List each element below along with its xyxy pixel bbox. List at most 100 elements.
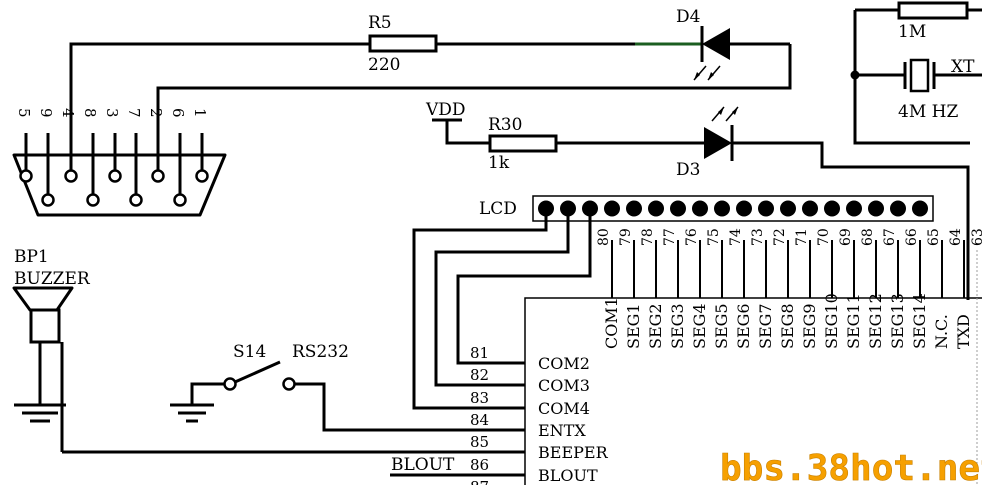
vdd-r30-d3-wiring [432,106,970,300]
buzzer-name-label: BUZZER [14,269,91,289]
buzzer-ground-icon [14,403,66,423]
db9-pin-number: 5 [15,108,33,118]
ic-top-pin-name: SEG3 [668,303,687,349]
lcd-pin [912,200,928,217]
crystal-net-label: XT [951,57,975,77]
ic-left-pin-name: BEEPER [538,443,609,462]
ic-top-pin-number: 64 [948,228,964,246]
ic-left-pin-number: 82 [470,366,489,384]
r5-resistor [368,34,438,53]
ic-top-pin-name: SEG6 [734,303,753,349]
crystal-value: 4M HZ [898,102,958,122]
d4-diode [702,28,730,60]
ic-top-pin-number: 78 [640,228,656,246]
lcd-pin [648,200,664,217]
ic-top-pin-name: SEG11 [844,293,863,349]
lcd-pin [538,200,554,217]
r30-ref-label: R30 [488,115,522,135]
lcd-pin [626,200,642,217]
lcd-com-wiring [412,210,592,410]
ic-top-pin-number: 72 [772,228,788,246]
db9-pin-number: 7 [125,108,143,118]
r30-resistor [488,134,558,153]
ic-left-pin-number: 83 [470,389,489,407]
ic-left-pin-number: 85 [470,433,489,451]
switch-ref-label: S14 [233,342,266,362]
blout-net-label: BLOUT [391,455,455,475]
lcd-pin [582,200,598,217]
db9-pin-number: 3 [103,108,121,118]
lcd-pin [846,200,862,217]
r30-value-label: 1k [488,153,510,173]
ic-top-pin-name: SEG7 [756,303,775,349]
lcd-pin [670,200,686,217]
ic-body [524,297,982,485]
vdd-label: VDD [425,100,466,120]
db9-bottom-pin [173,133,187,207]
d3-light-arrows-icon [711,106,739,122]
buzzer [12,286,525,454]
ic-top-pin-number: 71 [794,228,810,246]
ic-top-pin-name: SEG14 [910,293,929,349]
ic-top-pin-number: 63 [970,228,982,246]
ic-left-pin-number: 84 [470,411,489,429]
switch-name-label: RS232 [292,342,349,362]
ic-top-pin-name: SEG13 [888,293,907,349]
lcd-pin [692,200,708,217]
r5-ref-label: R5 [368,13,392,33]
lcd-pin [714,200,730,217]
ic-top-pin-number: 80 [596,228,612,246]
ic-top-pin-name: SEG8 [778,303,797,349]
db9-top-pin [19,133,33,183]
oscillator-section [850,1,982,145]
db9-bottom-pin [129,133,143,207]
ic-left-pin-number: 81 [470,344,489,362]
ic-top-pin-number: 65 [926,228,942,246]
db9-pin-number: 6 [169,108,187,118]
ic-left-pin-number: 87 [470,478,489,485]
ic-top-pin-name: SEG5 [712,303,731,349]
db9-bottom-pin [86,133,100,207]
r5-d4-wiring [69,26,792,170]
ic-top-pin-number: 75 [706,228,722,246]
resistor-1m [897,1,969,20]
ic-left-pin-name: COM3 [538,376,590,395]
lcd-pin [802,200,818,217]
ic-top-pins: 80COM179SEG178SEG277SEG376SEG475SEG574SE… [596,228,982,349]
ic-top-pin-number: 76 [684,228,700,246]
ic-top-pin-number: 66 [904,228,920,246]
ic-left-pin-name: BLOUT [538,466,598,485]
db9-pin-number: 2 [147,108,165,118]
db9-pin-number: 9 [37,108,55,118]
lcd-pin [604,200,620,217]
ic-top-pin-number: 73 [750,228,766,246]
ic-left-pin-number: 86 [470,456,489,474]
d3-ref-label: D3 [676,160,700,180]
ic-top-pin-number: 79 [618,228,634,246]
ic-top-pin-number: 69 [838,228,854,246]
ic-top-pin-name: SEG12 [866,293,885,349]
rs232-switch [170,360,525,432]
db9-bottom-pin [41,133,55,207]
lcd-pins [538,200,928,217]
db9-top-pin [195,133,209,183]
